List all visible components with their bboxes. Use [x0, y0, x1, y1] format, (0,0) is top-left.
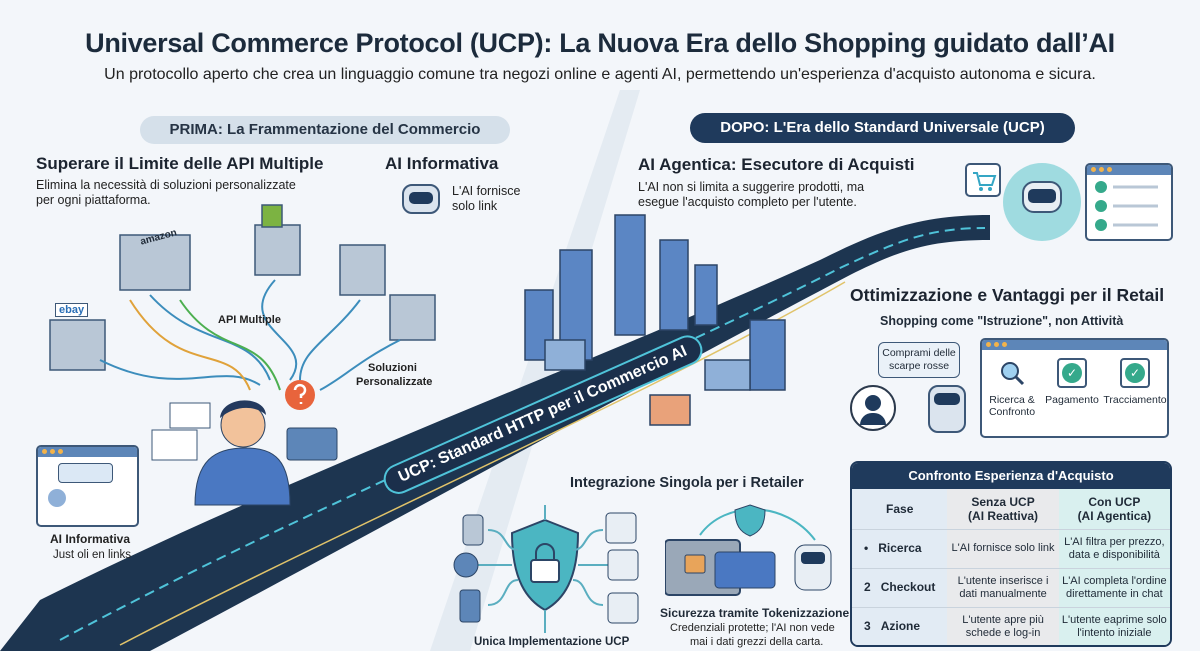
- checklist-window: [1085, 163, 1173, 241]
- checklist-icon: [1095, 181, 1158, 231]
- api-title: Superare il Limite delle API Multiple: [36, 154, 324, 173]
- comparison-title: Confronto Esperienza d'Acquisto: [852, 463, 1170, 489]
- ucp-hub-diagram: [453, 505, 639, 633]
- security-title: Sicurezza tramite Tokenizzazione: [660, 606, 850, 620]
- info-desc-1: L'AI fornisce: [452, 184, 521, 198]
- user-avatar-icon: [850, 385, 896, 431]
- comparison-table: Confronto Esperienza d'Acquisto Fase Sen…: [850, 461, 1172, 647]
- credit-card-icon: [714, 551, 776, 589]
- divider: [430, 90, 640, 651]
- retail-title: Ottimizzazione e Vantaggi per il Retail: [850, 285, 1165, 305]
- security-desc-2: mai i dati grezzi della carta.: [690, 636, 824, 648]
- agentic-desc-1: L'AI non si limita a suggerire prodotti,…: [638, 180, 865, 194]
- checkout-steps-window: Ricerca &Confronto ✓Pagamento ✓Tracciame…: [980, 338, 1169, 438]
- api-desc-1: Elimina la necessità di soluzioni person…: [36, 178, 296, 192]
- agentic-desc-2: esegue l'acquisto completo per l'utente.: [638, 195, 857, 209]
- dopo-banner: DOPO: L'Era dello Standard Universale (U…: [690, 113, 1075, 143]
- security-desc-1: Credenziali protette; l'AI non vede: [670, 622, 835, 634]
- step-tracciamento: ✓Tracciamento: [1102, 358, 1167, 406]
- calendar-check-icon: ✓: [1120, 358, 1150, 388]
- table-row: 2 Checkout L'utente inserisce i dati man…: [852, 567, 1170, 607]
- prima-banner: PRIMA: La Frammentazione del Commercio: [140, 116, 510, 144]
- cart-icon: [965, 163, 1001, 197]
- check-icon: ✓: [1057, 358, 1087, 388]
- bubble-line-2: scarpe rosse: [888, 360, 950, 372]
- search-icon: [997, 358, 1027, 388]
- info-title: AI Informativa: [385, 154, 499, 173]
- robot-icon: [928, 385, 966, 433]
- window-label-title: AI Informativa: [50, 532, 131, 546]
- col-con: Con UCP(AI Agentica): [1058, 489, 1170, 529]
- agentic-title: AI Agentica: Esecutore di Acquisti: [638, 155, 915, 174]
- api-multiple-label: API Multiple: [218, 314, 281, 326]
- soluzioni-label-2: Personalizzate: [356, 376, 433, 388]
- hub-label: Unica Implementazione UCP: [474, 636, 630, 648]
- store-illustrations: [49, 204, 436, 391]
- step-ricerca: Ricerca &Confronto: [984, 358, 1040, 418]
- info-desc-2: solo link: [452, 199, 498, 213]
- soluzioni-label-1: Soluzioni: [368, 362, 417, 374]
- bubble-line-1: Comprami delle: [882, 347, 956, 359]
- integration-title: Integrazione Singola per i Retailer: [570, 475, 804, 491]
- retail-subtitle: Shopping come "Istruzione", non Attività: [880, 314, 1124, 328]
- table-row: 3 Azione L'utente apre più schede e log-…: [852, 606, 1170, 645]
- shield-check-icon: [734, 504, 766, 537]
- robot-icon: [402, 184, 440, 214]
- ai-informativa-window: [36, 445, 139, 527]
- col-senza: Senza UCP(AI Reattiva): [947, 489, 1059, 529]
- frustrated-person: [151, 380, 338, 506]
- lock-icon: [530, 559, 560, 583]
- window-label-desc: Just oli en links: [53, 549, 131, 561]
- page-subtitle: Un protocollo aperto che crea un linguag…: [104, 66, 1096, 83]
- page-title: Universal Commerce Protocol (UCP): La Nu…: [85, 28, 1115, 58]
- ebay-logo: ebay: [55, 303, 89, 317]
- agent-robot: [1003, 163, 1081, 241]
- step-pagamento: ✓Pagamento: [1044, 358, 1100, 406]
- col-fase: Fase: [852, 489, 948, 529]
- api-desc-2: per ogni piattaforma.: [36, 193, 151, 207]
- city-buildings: [524, 214, 786, 426]
- tokenization-diagram: [665, 504, 832, 596]
